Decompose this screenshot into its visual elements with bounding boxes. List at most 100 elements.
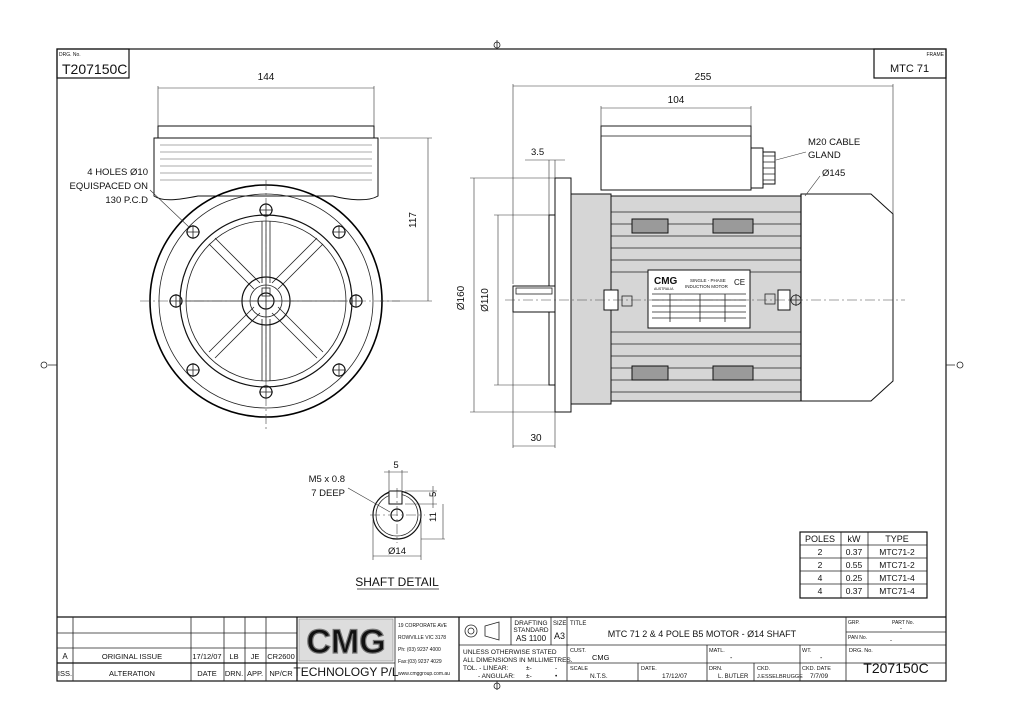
frame-box: FRAME MTC 71	[873, 48, 947, 79]
holes-note-2: EQUISPACED ON	[70, 181, 149, 192]
dim-160: Ø160	[456, 285, 467, 310]
tol-angular-dot: •	[555, 673, 558, 680]
ckd-date-label: CKD. DATE	[802, 666, 831, 672]
gland-note-2: GLAND	[808, 150, 841, 161]
unless-2: ALL DIMENSIONS IN MILLIMETRES.	[463, 657, 573, 664]
nameplate-brand: CMG	[654, 276, 678, 287]
table-header-type: TYPE	[885, 534, 909, 544]
table-cell: 4	[818, 573, 823, 583]
table-cell: 2	[818, 560, 823, 570]
dim-117: 117	[408, 212, 419, 228]
table-cell: MTC71-2	[879, 560, 915, 570]
addr-2: ROWVILLE VIC 3178	[398, 635, 446, 641]
tol-linear-val: ±-	[526, 665, 532, 672]
drawing-number-box-top: DRG. No. T207150C	[56, 48, 130, 79]
ckd-label: CKD.	[757, 666, 771, 672]
col-alteration: ALTERATION	[109, 669, 155, 678]
shaft-dim-r11: 11	[428, 512, 439, 522]
nameplate-line2: INDUCTION MOTOR	[685, 284, 729, 289]
size-label: SIZE	[553, 621, 566, 627]
nameplate-line1: SINGLE - PHASE	[690, 278, 726, 283]
cust-value: CMG	[592, 653, 610, 662]
table-cell: 4	[818, 586, 823, 596]
cmg-logo	[298, 618, 394, 662]
dim-104: 104	[668, 95, 685, 106]
gland-note-1: M20 CABLE	[808, 137, 860, 148]
holes-note-3: 130 P.C.D	[105, 195, 148, 206]
col-date: DATE	[197, 669, 216, 678]
drg-no-label: DRG. No.	[59, 52, 81, 58]
part-no-label: PART No.	[892, 620, 914, 626]
table-cell: 0.37	[846, 547, 863, 557]
nameplate-ce: CE	[734, 278, 745, 287]
pan-label: PAN No.	[848, 635, 867, 641]
drn-value: L. BUTLER	[718, 674, 749, 680]
nameplate-brand-sub: AUSTRALIA	[654, 287, 674, 291]
drg-no-top: T207150C	[62, 61, 127, 77]
shaft-detail: 5 M5 x 0.8 7 DEEP 5 11 Ø14 SHAFT DETAIL	[309, 460, 445, 590]
shaft-dim-14: Ø14	[388, 546, 406, 557]
table-cell: MTC71-4	[879, 586, 915, 596]
tol-angular-val: ±-	[526, 673, 532, 680]
rev-a-np: CR2600	[267, 652, 295, 661]
col-drn: DRN.	[225, 669, 243, 678]
side-view: CMG AUSTRALIA SINGLE - PHASE INDUCTION M…	[456, 72, 905, 448]
fax: Fax:(03) 9237 4029	[398, 659, 442, 665]
drawing-title: MTC 71 2 & 4 POLE B5 MOTOR - Ø14 SHAFT	[608, 629, 797, 639]
tol-linear: TOL. - LINEAR:	[463, 665, 509, 672]
size-value: A3	[554, 631, 565, 641]
title-block: A ORIGINAL ISSUE 17/12/07 LB JE CR2600 I…	[57, 616, 946, 681]
rev-a-drn: LB	[229, 652, 238, 661]
date-value: 17/12/07	[662, 673, 688, 680]
drafting-label-2: STANDARD	[513, 627, 549, 634]
addr-1: 19 CORPORATE AVE	[398, 623, 448, 629]
projection-symbol	[464, 624, 478, 638]
table-cell: MTC71-4	[879, 573, 915, 583]
pan-no: -	[890, 638, 892, 644]
shaft-dim-5: 5	[393, 460, 398, 471]
dim-3-5: 3.5	[531, 147, 544, 158]
table-cell: MTC71-2	[879, 547, 915, 557]
shaft-thread-2: 7 DEEP	[311, 488, 345, 499]
shaft-detail-title: SHAFT DETAIL	[355, 575, 439, 589]
rev-a: A	[62, 652, 68, 661]
dim-110: Ø110	[480, 288, 491, 312]
table-cell: 0.37	[846, 586, 863, 596]
company-name: TECHNOLOGY P/L	[293, 665, 398, 679]
tol-angular: - ANGULAR:	[478, 673, 515, 680]
dim-30: 30	[530, 433, 542, 444]
shaft-dim-r5: 5	[428, 492, 439, 497]
drafting-standard: AS 1100	[516, 634, 547, 643]
table-header-kw: kW	[848, 534, 862, 544]
col-npcr: NP/CR	[269, 669, 293, 678]
col-app: APP.	[247, 669, 263, 678]
wt-value: -	[820, 655, 823, 662]
table-header-poles: POLES	[805, 534, 835, 544]
drn-label: DRN.	[709, 666, 723, 672]
tol-linear-dot: -	[555, 665, 557, 672]
website: www.cmggroup.com.au	[398, 671, 450, 677]
table-cell: 2	[818, 547, 823, 557]
ckd-value: J.ESSELBRUGGE	[757, 674, 803, 680]
ckd-date-value: 7/7/09	[810, 673, 828, 680]
cust-label: CUST.	[570, 648, 586, 654]
rev-a-date: 17/12/07	[192, 652, 221, 661]
poles-table: POLES kW TYPE 2 0.37 MTC71-2 2 0.55 MTC7…	[799, 531, 928, 599]
part-no: -	[900, 626, 902, 632]
drg-no-label-bottom: DRG. No.	[849, 648, 873, 654]
drg-no-bottom: T207150C	[863, 660, 928, 676]
title-label: TITLE	[570, 621, 586, 627]
front-view: 144 117 4 HOLES Ø10 EQUISPACED ON 130 P.…	[70, 72, 432, 430]
scale-label: SCALE	[570, 666, 588, 672]
shaft-thread-1: M5 x 0.8	[309, 474, 345, 485]
scale-value: N.T.S.	[590, 673, 608, 680]
frame-value: MTC 71	[890, 63, 929, 75]
date-label: DATE.	[641, 666, 657, 672]
table-cell: 0.25	[846, 573, 863, 583]
rev-a-desc: ORIGINAL ISSUE	[102, 652, 162, 661]
cmg-logo-text: CMG	[306, 623, 385, 661]
phone: Ph: (03) 9237 4000	[398, 647, 441, 653]
matl-value: -	[730, 655, 733, 662]
dim-145: Ø145	[822, 168, 845, 179]
matl-label: MATL.	[709, 648, 725, 654]
